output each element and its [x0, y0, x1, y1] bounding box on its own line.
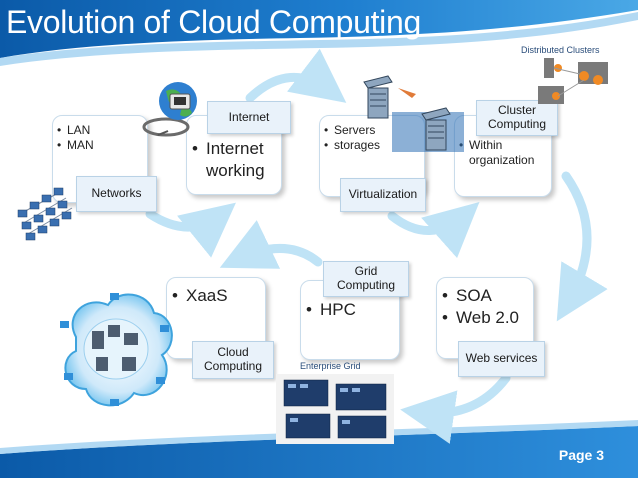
networks-bullet: LAN	[57, 123, 94, 138]
server-virtualization-icon	[363, 75, 464, 152]
virtualization-bullet: Servers	[324, 123, 380, 138]
distributed-clusters-icon	[538, 58, 608, 104]
cloud-bullet: XaaS	[172, 285, 228, 307]
cloud-network-icon	[60, 293, 173, 407]
cluster-label: Cluster Computing	[476, 100, 558, 136]
grid-label: Grid Computing	[323, 261, 409, 297]
virtualization-bullet: storages	[324, 138, 380, 153]
network-computers-icon	[17, 187, 73, 241]
networks-label: Networks	[76, 176, 157, 212]
web-bullet: SOA	[442, 285, 519, 307]
networks-bullet: MAN	[57, 138, 94, 153]
cloud-label: Cloud Computing	[192, 341, 274, 379]
slide-title: Evolution of Cloud Computing	[6, 4, 421, 40]
virtualization-label: Virtualization	[340, 178, 426, 212]
page-number: Page 3	[558, 447, 604, 463]
internet-bullet: Internet working	[192, 138, 278, 182]
globe-network-icon	[142, 82, 197, 137]
distributed-clusters-caption: Distributed Clusters	[521, 45, 600, 55]
grid-bullet: HPC	[306, 299, 356, 321]
web-bullet: Web 2.0	[442, 307, 519, 329]
enterprise-grid-caption: Enterprise Grid	[300, 361, 361, 371]
web-label: Web services	[458, 341, 545, 377]
cluster-bullet: Within organization	[459, 138, 547, 167]
enterprise-grid-icon	[276, 374, 394, 444]
header-band	[0, 0, 638, 66]
internet-label: Internet	[207, 101, 291, 134]
